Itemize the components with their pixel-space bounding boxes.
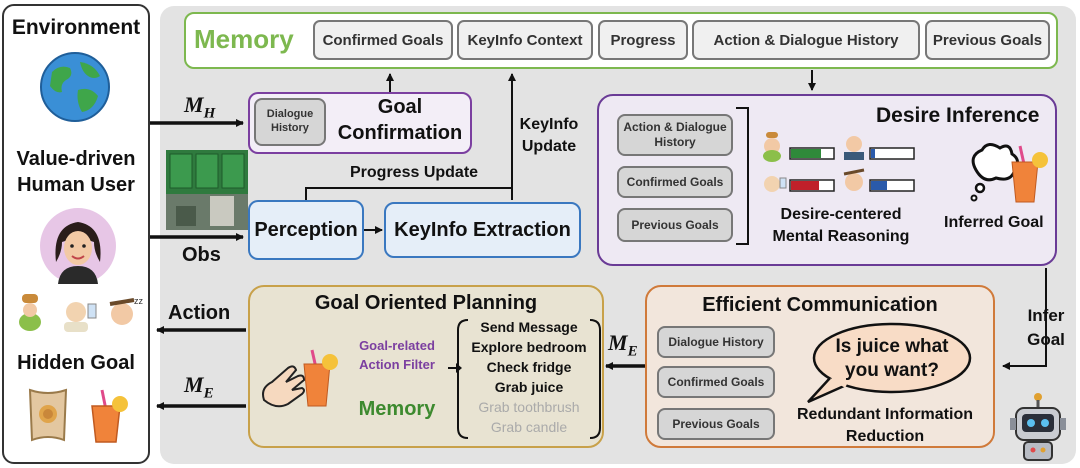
me-left-main: M (184, 372, 204, 397)
action-item: Grab juice (494, 379, 564, 395)
speech-bubble-line-2: you want? (845, 360, 939, 381)
memory-item-previous-goals: Previous Goals (925, 20, 1050, 60)
action-item-filtered: Grab candle (490, 419, 568, 435)
globe-icon (40, 52, 110, 122)
memory-item-progress: Progress (598, 20, 688, 60)
perception-label: Perception (254, 218, 358, 241)
memory-item-confirmed-goals: Confirmed Goals (313, 20, 453, 60)
desire-inference-title: Desire Inference (876, 104, 1040, 127)
user-label-2: Human User (17, 174, 135, 196)
goal-confirmation-title-1: Goal (377, 96, 423, 118)
redundancy-label-2: Reduction (845, 428, 925, 445)
mh-label: MH (184, 92, 215, 122)
desire-reasoning-label-1: Desire-centered (780, 206, 902, 223)
action-item: Check fridge (486, 359, 572, 375)
desire-pill-previous-goals: Previous Goals (617, 208, 733, 242)
memory-item-keyinfo-context: KeyInfo Context (457, 20, 593, 60)
desire-reasoning-visual (763, 132, 915, 192)
efficient-communication-title: Efficient Communication (702, 294, 938, 316)
keyinfo-extraction-label: KeyInfo Extraction (394, 218, 571, 241)
action-item: Send Message (480, 319, 578, 335)
action-item: Explore bedroom (471, 339, 587, 355)
desire-pill1-line2: History (654, 135, 696, 149)
me-label-left: ME (184, 372, 214, 402)
action-list-brackets (457, 319, 601, 439)
me-label-right: ME (608, 330, 638, 360)
speech-bubble-line-1: Is juice what (835, 336, 949, 357)
environment-label: Environment (11, 16, 141, 39)
dialogue-pill-line1: Dialogue (266, 108, 314, 121)
mh-main: M (184, 92, 204, 117)
thought-bubble-juice-icon (970, 143, 1048, 203)
desire-faces-icon: zz (19, 294, 144, 332)
svg-text:zz: zz (134, 296, 144, 306)
juice-icon (91, 389, 128, 443)
keyinfo-extraction-box: KeyInfo Extraction (384, 202, 581, 258)
goal-planning-title: Goal Oriented Planning (314, 292, 538, 314)
speech-bubble (807, 322, 972, 404)
desire-pill-confirmed-goals: Confirmed Goals (617, 166, 733, 198)
desire-pill1-line1: Action & Dialogue (623, 120, 727, 134)
progress-update-label: Progress Update (350, 164, 479, 181)
action-item-filtered: Grab toothbrush (478, 399, 580, 415)
human-user-avatar (40, 208, 116, 284)
comm-pill-dialogue-history: Dialogue History (657, 326, 775, 358)
mh-sub: H (203, 105, 216, 122)
action-filter-label-2: Action Filter (359, 357, 435, 372)
action-label: Action (168, 302, 231, 324)
me-right-sub: E (627, 343, 638, 360)
me-right-main: M (608, 330, 628, 355)
goal-confirmation-title-2: Confirmation (337, 122, 463, 144)
user-label-1: Value-driven (16, 148, 136, 170)
memory-title: Memory (194, 24, 294, 54)
keyinfo-update-label-1: KeyInfo (519, 116, 579, 133)
redundancy-label-1: Redundant Information (797, 406, 973, 423)
dialogue-pill-line2: History (271, 122, 309, 134)
me-left-sub: E (203, 385, 214, 402)
perception-box: Perception (248, 200, 364, 260)
observation-image (166, 150, 248, 230)
chips-icon (28, 388, 68, 442)
memory-item-action-dialogue: Action & Dialogue History (692, 20, 920, 60)
keyinfo-update-label-2: Update (521, 138, 577, 155)
hidden-goal-label: Hidden Goal (17, 352, 135, 374)
input-bracket (736, 107, 749, 245)
robot-icon (1010, 393, 1066, 461)
infer-goal-label-2: Goal (1027, 330, 1065, 349)
comm-pill-confirmed-goals: Confirmed Goals (657, 366, 775, 398)
inferred-goal-label: Inferred Goal (944, 214, 1044, 231)
desire-reasoning-label-2: Mental Reasoning (772, 228, 910, 245)
obs-label: Obs (182, 244, 221, 266)
comm-pill-previous-goals: Previous Goals (657, 408, 775, 440)
infer-goal-label-1: Infer (1027, 306, 1065, 325)
planning-memory-label: Memory (358, 398, 436, 420)
action-filter-label-1: Goal-related (359, 338, 435, 353)
grab-juice-icon (262, 349, 338, 408)
